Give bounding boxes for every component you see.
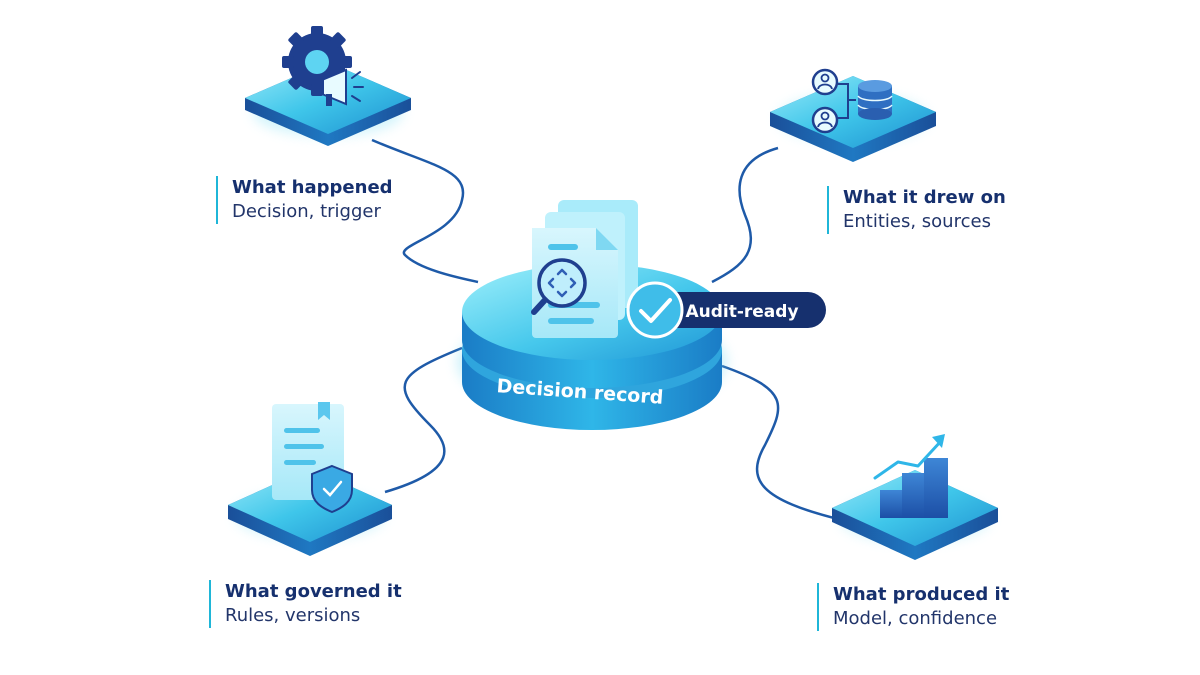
platform-what-produced xyxy=(832,434,998,560)
label-what-governed: What governed it Rules, versions xyxy=(209,580,402,628)
connector-what-happened xyxy=(371,138,479,284)
platform-what-happened xyxy=(245,26,411,146)
node-subtitle: Decision, trigger xyxy=(232,201,381,222)
node-subtitle: Rules, versions xyxy=(225,605,361,626)
platform-what-drew-on xyxy=(770,68,936,162)
document-shield-icon xyxy=(272,402,353,514)
audit-ready-label: Audit-ready xyxy=(685,302,798,322)
label-what-produced: What produced it Model, confidence xyxy=(817,583,1009,631)
label-what-happened: What happened Decision, trigger xyxy=(216,176,393,224)
node-title: What it drew on xyxy=(843,187,1006,208)
audit-ready-badge: Audit-ready xyxy=(626,281,826,339)
users-database-icon xyxy=(811,68,893,134)
label-what-drew-on: What it drew on Entities, sources xyxy=(827,186,1006,234)
connector-what-drew-on xyxy=(711,146,779,284)
bar-chart-trend-icon xyxy=(873,434,948,518)
node-title: What produced it xyxy=(833,584,1010,605)
node-title: What happened xyxy=(232,177,393,198)
platform-what-governed xyxy=(228,402,392,556)
node-title: What governed it xyxy=(225,581,402,602)
node-subtitle: Model, confidence xyxy=(833,608,998,629)
connector-what-governed xyxy=(384,346,463,494)
document-magnifier-icon xyxy=(531,200,638,338)
gear-megaphone-icon xyxy=(282,26,364,106)
connector-what-produced xyxy=(721,364,843,522)
node-subtitle: Entities, sources xyxy=(843,211,991,232)
connectors xyxy=(371,138,843,522)
checkmark-icon xyxy=(639,298,672,323)
